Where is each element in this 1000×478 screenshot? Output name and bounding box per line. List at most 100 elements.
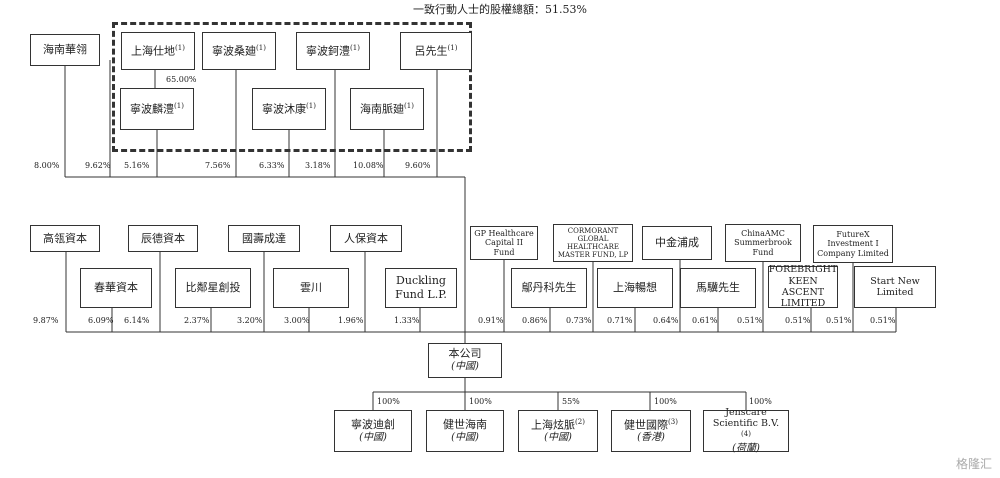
pct-label: 0.61% bbox=[692, 316, 718, 325]
entity-concert-2: 寧波桑廸(1) bbox=[202, 32, 276, 70]
entity-name: 海南脈廸(1) bbox=[360, 101, 414, 116]
entity-hainan-hualing: 海南華翎 bbox=[30, 34, 100, 66]
entity-subsidiary-5: Jenscare Scientific B.V.(4) (荷蘭) bbox=[703, 406, 789, 454]
subsidiary-jurisdiction: (中國) bbox=[451, 431, 479, 443]
pct-label: 0.73% bbox=[566, 316, 592, 325]
pct-label: 2.37% bbox=[184, 316, 210, 325]
pct-label: 9.60% bbox=[405, 161, 431, 170]
entity-mid-left-bottom-4: Duckling Fund L.P. bbox=[385, 268, 457, 308]
entity-mid-left-bottom-1: 春華資本 bbox=[80, 268, 152, 308]
entity-mid-right-bottom-2: 上海暢想 bbox=[597, 268, 673, 308]
entity-name: 雲川 bbox=[300, 281, 322, 295]
entity-name: 鄔丹科先生 bbox=[521, 281, 577, 295]
pct-label: 6.09% bbox=[88, 316, 114, 325]
pct-label: 0.51% bbox=[785, 316, 811, 325]
subsidiary-name: 上海炫脈(2) bbox=[531, 417, 585, 432]
pct-label: 0.51% bbox=[737, 316, 763, 325]
entity-subsidiary-4: 健世國際(3) (香港) bbox=[611, 410, 691, 452]
entity-name: 上海仕地(1) bbox=[131, 43, 185, 58]
company-jurisdiction: (中國) bbox=[451, 361, 479, 373]
pct-label: 0.91% bbox=[478, 316, 504, 325]
entity-mid-left-bottom-3: 雲川 bbox=[273, 268, 349, 308]
entity-mid-left-bottom-2: 比鄰星創投 bbox=[175, 268, 251, 308]
entity-mid-right-top-1: GP Healthcare Capital II Fund bbox=[470, 226, 538, 260]
entity-mid-right-top-2: CORMORANT GLOBAL HEALTHCARE MASTER FUND,… bbox=[553, 224, 633, 262]
entity-name: ChinaAMC Summerbrook Fund bbox=[734, 229, 792, 257]
entity-subsidiary-2: 健世海南 (中國) bbox=[426, 410, 504, 452]
pct-label: 7.56% bbox=[205, 161, 231, 170]
entity-mid-right-bottom-3: 馬驥先生 bbox=[680, 268, 756, 308]
entity-concert-1: 上海仕地(1) bbox=[121, 32, 195, 70]
entity-name: 上海暢想 bbox=[613, 281, 657, 295]
pct-label: 0.64% bbox=[653, 316, 679, 325]
company-name: 本公司 bbox=[448, 347, 482, 361]
concert-link-pct: 65.00% bbox=[166, 75, 197, 84]
entity-concert-5: 寧波麟澧(1) bbox=[120, 88, 194, 130]
subsidiary-name: Jenscare Scientific B.V.(4) bbox=[712, 406, 780, 438]
watermark-logo: 格隆汇 bbox=[955, 457, 992, 471]
entity-name: 比鄰星創投 bbox=[185, 281, 241, 295]
pct-label: 55% bbox=[562, 397, 580, 406]
subsidiary-name: 健世國際(3) bbox=[624, 417, 678, 432]
entity-mid-left-top-2: 辰德資本 bbox=[128, 225, 198, 252]
subsidiary-jurisdiction: (香港) bbox=[637, 431, 665, 443]
pct-label: 5.16% bbox=[124, 161, 150, 170]
entity-name: CORMORANT GLOBAL HEALTHCARE MASTER FUND,… bbox=[557, 226, 629, 260]
subsidiary-name: 寧波迪創 bbox=[351, 417, 395, 431]
pct-label: 9.62% bbox=[85, 161, 111, 170]
concert-parties-total-label: 一致行動人士的股權總額：51.53% bbox=[413, 3, 587, 16]
entity-mid-right-bottom-4: FOREBRIGHT KEEN ASCENT LIMITED bbox=[768, 264, 838, 310]
entity-name: GP Healthcare Capital II Fund bbox=[474, 229, 534, 257]
entity-name: 寧波麟澧(1) bbox=[130, 101, 184, 116]
entity-mid-right-top-5: FutureX Investment I Company Limited bbox=[813, 225, 893, 263]
pct-label: 0.71% bbox=[607, 316, 633, 325]
subsidiary-jurisdiction: (中國) bbox=[544, 431, 572, 443]
concert-parties-dashed-group bbox=[112, 22, 472, 152]
pct-label: 0.51% bbox=[870, 316, 896, 325]
pct-label: 1.33% bbox=[394, 316, 420, 325]
entity-company: 本公司 (中國) bbox=[428, 343, 502, 378]
pct-label: 100% bbox=[469, 397, 492, 406]
entity-name: 呂先生(1) bbox=[414, 43, 458, 58]
entity-concert-3: 寧波鈳澧(1) bbox=[296, 32, 370, 70]
entity-mid-left-top-3: 國壽成達 bbox=[228, 225, 300, 252]
entity-name: 國壽成達 bbox=[242, 231, 286, 245]
entity-subsidiary-1: 寧波迪創 (中國) bbox=[334, 410, 412, 452]
entity-concert-7: 海南脈廸(1) bbox=[350, 88, 424, 130]
pct-label: 3.20% bbox=[237, 316, 263, 325]
entity-mid-right-top-3: 中金浦成 bbox=[642, 226, 712, 260]
pct-label: 100% bbox=[654, 397, 677, 406]
pct-label: 0.51% bbox=[826, 316, 852, 325]
pct-label: 6.33% bbox=[259, 161, 285, 170]
pct-label: 8.00% bbox=[34, 161, 60, 170]
entity-name: 春華資本 bbox=[94, 281, 138, 295]
pct-label: 6.14% bbox=[124, 316, 150, 325]
subsidiary-jurisdiction: (中國) bbox=[359, 431, 387, 443]
entity-mid-right-bottom-1: 鄔丹科先生 bbox=[511, 268, 587, 308]
entity-concert-6: 寧波沐康(1) bbox=[252, 88, 326, 130]
entity-name: 人保資本 bbox=[344, 231, 388, 245]
entity-name: 馬驥先生 bbox=[696, 281, 740, 295]
entity-name: 中金浦成 bbox=[655, 236, 699, 250]
entity-subsidiary-3: 上海炫脈(2) (中國) bbox=[518, 410, 598, 452]
entity-name: 寧波鈳澧(1) bbox=[306, 43, 360, 58]
entity-mid-right-top-4: ChinaAMC Summerbrook Fund bbox=[725, 224, 801, 262]
entity-concert-4: 呂先生(1) bbox=[400, 32, 472, 70]
entity-name: 辰德資本 bbox=[141, 231, 185, 245]
entity-name: 海南華翎 bbox=[43, 43, 87, 57]
pct-label: 1.96% bbox=[338, 316, 364, 325]
entity-mid-right-bottom-5: Start New Limited bbox=[854, 266, 936, 308]
entity-name: 寧波沐康(1) bbox=[262, 101, 316, 116]
pct-label: 0.86% bbox=[522, 316, 548, 325]
pct-label: 3.18% bbox=[305, 161, 331, 170]
pct-label: 10.08% bbox=[353, 161, 384, 170]
entity-mid-left-top-4: 人保資本 bbox=[330, 225, 402, 252]
entity-name: FutureX Investment I Company Limited bbox=[817, 230, 889, 258]
entity-name: Duckling Fund L.P. bbox=[395, 274, 447, 301]
entity-name: 高瓴資本 bbox=[43, 231, 87, 245]
entity-name: FOREBRIGHT KEEN ASCENT LIMITED bbox=[768, 264, 838, 310]
pct-label: 3.00% bbox=[284, 316, 310, 325]
entity-mid-left-top-1: 高瓴資本 bbox=[30, 225, 100, 252]
pct-label: 9.87% bbox=[33, 316, 59, 325]
